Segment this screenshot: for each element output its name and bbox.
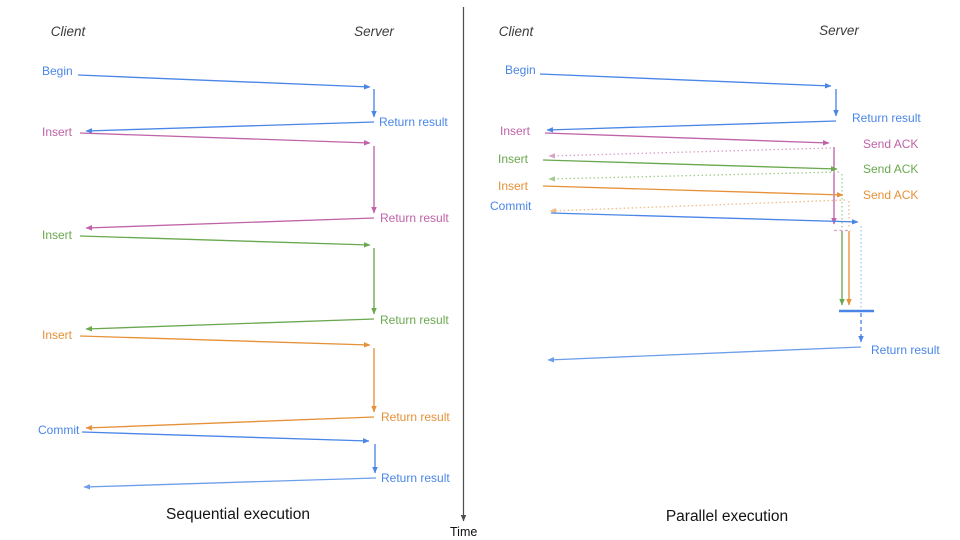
insert2-label: Insert (498, 152, 529, 166)
insert2-label: Insert (42, 228, 73, 242)
insert2-send-arrow-sequential (79, 235, 371, 248)
begin-label: Begin (505, 63, 536, 77)
begin-return-arrow-parallel (546, 120, 837, 133)
insert1-label: Insert (500, 124, 531, 138)
return-result-label: Return result (852, 111, 921, 125)
begin-send-arrow-parallel (539, 73, 832, 89)
commit-label: Commit (38, 423, 80, 437)
insert1-send-arrow-parallel (544, 132, 830, 146)
return-result-label: Return result (380, 313, 449, 327)
time-axis-label: Time (450, 525, 478, 539)
insert3-label: Insert (42, 328, 73, 342)
insert3-send-arrow-parallel (542, 185, 844, 198)
insert3-return-arrow-sequential (85, 416, 375, 431)
begin-label: Begin (42, 64, 73, 78)
return-result-label: Return result (381, 471, 450, 485)
parallel-execution-caption: Parallel execution (665, 508, 789, 525)
commit-return-arrow-sequential (83, 477, 377, 490)
insert3-ack-arrow-parallel (549, 199, 846, 214)
send-ack-label: Send ACK (863, 188, 919, 202)
return-result-label: Return result (871, 343, 940, 357)
insert3-label: Insert (498, 179, 529, 193)
client-header: Client (50, 24, 86, 39)
insert2-send-arrow-parallel (542, 159, 838, 172)
server-header: Server (354, 24, 394, 39)
commit-send-arrow-parallel (550, 212, 859, 225)
return-result-label: Return result (381, 410, 450, 424)
begin-send-arrow-sequential (77, 74, 371, 90)
insert1-ack-arrow-parallel (548, 147, 832, 159)
return-result-label: Return result (379, 115, 448, 129)
send-ack-label: Send ACK (863, 137, 919, 151)
sequential-execution-caption: Sequential execution (166, 506, 310, 523)
insert1-label: Insert (42, 125, 73, 139)
commit-return-arrow-parallel (547, 346, 862, 363)
send-ack-label: Send ACK (863, 162, 919, 176)
commit-send-arrow-sequential (81, 431, 370, 444)
begin-return-arrow-sequential (85, 121, 375, 134)
server-header: Server (819, 23, 859, 38)
insert1-send-arrow-sequential (79, 132, 371, 146)
commit-label: Commit (490, 199, 532, 213)
insert3-send-arrow-sequential (79, 335, 371, 348)
insert2-ack-arrow-parallel (548, 171, 840, 182)
insert2-return-arrow-sequential (85, 318, 375, 332)
client-header: Client (498, 24, 534, 39)
insert1-return-arrow-sequential (85, 217, 375, 231)
return-result-label: Return result (380, 211, 449, 225)
